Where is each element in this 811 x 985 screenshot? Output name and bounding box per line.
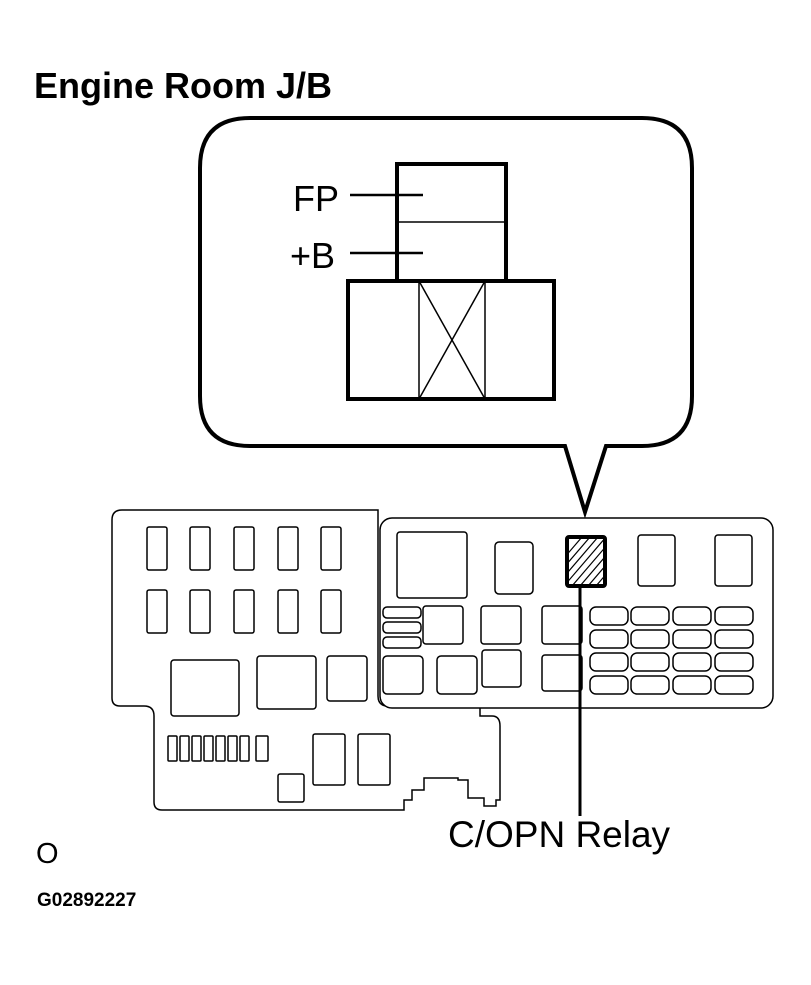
diagram-title: Engine Room J/B xyxy=(34,65,333,106)
pin-label-plus-b: +B xyxy=(290,235,335,276)
relay-label: C/OPN Relay xyxy=(448,814,671,855)
pin-label-fp: FP xyxy=(293,178,339,219)
connector-top-block xyxy=(395,162,508,284)
mini-fuse-grid xyxy=(589,606,754,695)
right-fuse-group xyxy=(382,531,753,695)
relay-connector xyxy=(346,162,556,401)
copn-relay-highlight xyxy=(565,535,607,588)
connector-cross-line xyxy=(418,280,486,400)
connector-base-block xyxy=(346,279,556,401)
left-fuse-group xyxy=(146,526,391,803)
orientation-mark: O xyxy=(36,838,59,870)
figure-code: G02892227 xyxy=(37,890,137,911)
